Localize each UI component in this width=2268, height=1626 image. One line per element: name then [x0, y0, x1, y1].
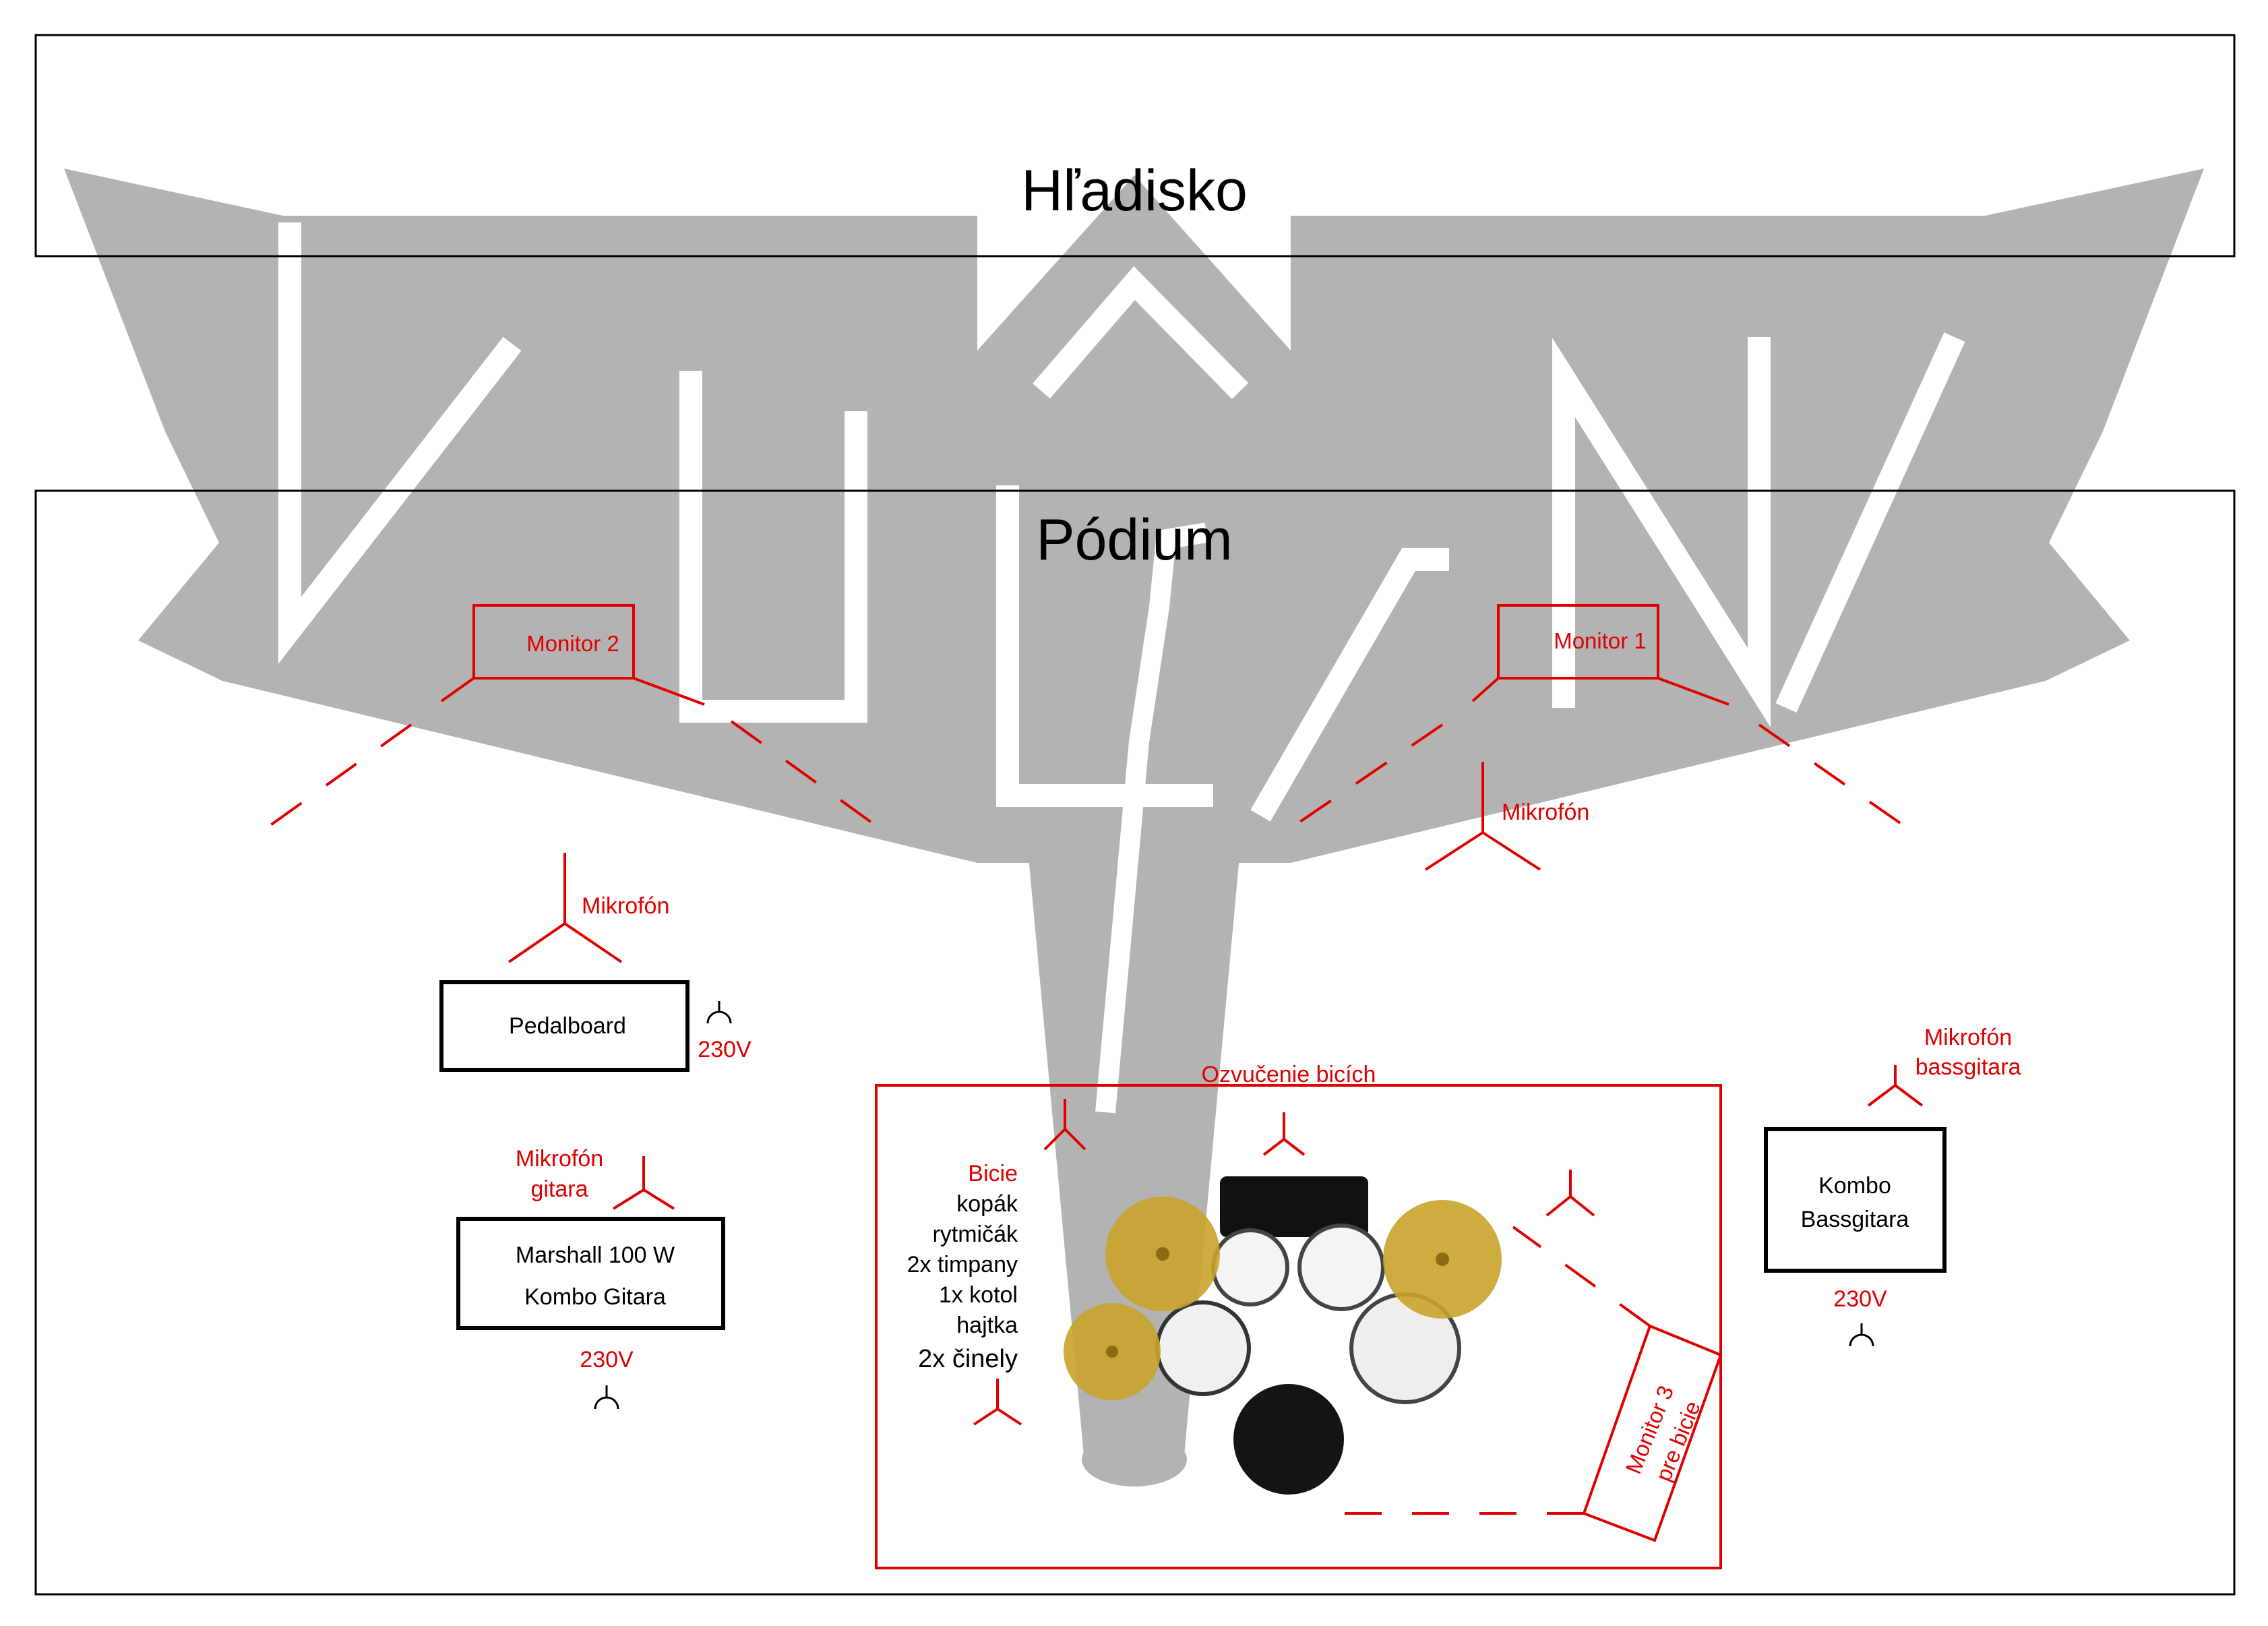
monitor-3: Monitor 3 pre bicie — [1338, 1226, 1723, 1542]
bass-combo: Kombo Bassgitara — [1764, 1127, 1947, 1273]
monitor-1-dispersion-left — [1293, 723, 1444, 827]
marshall-label-1: Marshall 100 W — [516, 1242, 675, 1268]
marshall-amp: Marshall 100 W Kombo Gitara — [456, 1217, 725, 1330]
drum-list-item: 2x činely — [918, 1345, 1018, 1373]
power-outlet-guitar: 230V — [580, 1347, 634, 1410]
microphone-left: Mikrofón — [508, 853, 669, 963]
microphone-guitar: Mikrofón gitara — [516, 1146, 675, 1210]
drum-mic-2 — [1262, 1112, 1306, 1156]
stage-label: Pódium — [1036, 508, 1233, 572]
drum-list-item: rytmičák — [932, 1222, 1018, 1247]
rack-tom-2 — [1297, 1224, 1385, 1311]
monitor-2-label: Monitor 2 — [526, 631, 619, 656]
marshall-label-2: Kombo Gitara — [524, 1284, 666, 1310]
drum-kit — [1064, 1176, 1502, 1495]
bass-combo-label-1: Kombo — [1818, 1173, 1891, 1199]
microphone-bass: Mikrofón bassgitara — [1867, 1025, 2021, 1107]
drum-mic-4 — [973, 1379, 1022, 1426]
microphone-center: Mikrofón — [1424, 762, 1589, 871]
band-logo — [64, 169, 2204, 1486]
drum-area: Ozvučenie bicích Bicie kopák rytmičák 2x… — [875, 1062, 1723, 1569]
audience-area — [34, 34, 2236, 258]
mic-center-label: Mikrofón — [1502, 800, 1589, 825]
drum-mic-1 — [1043, 1099, 1086, 1151]
snare-drum — [1155, 1300, 1251, 1396]
mic-guitar-label-1: Mikrofón — [516, 1146, 603, 1172]
power-bass-label: 230V — [1833, 1286, 1887, 1312]
monitor-1-dispersion-right — [1758, 723, 1905, 827]
drum-throne — [1233, 1384, 1344, 1495]
bass-combo-label-2: Bassgitara — [1801, 1207, 1909, 1232]
monitor-2-dispersion-left — [268, 723, 412, 827]
mic-bass-label-1: Mikrofón — [1924, 1025, 2012, 1050]
power-pedalboard-label: 230V — [698, 1037, 752, 1062]
monitor-1-label: Monitor 1 — [1554, 628, 1647, 653]
drum-list-item: kopák — [956, 1191, 1018, 1217]
drum-list-item: hajtka — [956, 1313, 1018, 1338]
mic-guitar-label-2: gitara — [530, 1176, 588, 1202]
power-guitar-label: 230V — [580, 1347, 634, 1373]
bass-drum — [1220, 1176, 1368, 1237]
mic-bass-label-2: bassgitara — [1915, 1054, 2021, 1080]
stage-area — [34, 489, 2236, 1596]
pedalboard-label: Pedalboard — [509, 1013, 626, 1039]
monitor-2: Monitor 2 — [268, 604, 878, 827]
pedalboard: Pedalboard — [439, 980, 689, 1072]
drum-list-title: Bicie — [968, 1161, 1018, 1186]
drum-section-label: Ozvučenie bicích — [1202, 1062, 1376, 1087]
drum-list-item: 1x kotol — [939, 1282, 1018, 1308]
monitor-1: Monitor 1 — [1293, 604, 1905, 827]
drum-list-item: 2x timpany — [907, 1252, 1018, 1277]
mic-left-label: Mikrofón — [582, 893, 669, 919]
power-outlet-pedalboard: 230V — [698, 1001, 752, 1062]
drum-mic-3 — [1545, 1170, 1595, 1217]
rack-tom-1 — [1211, 1228, 1289, 1306]
monitor-2-dispersion-right — [730, 720, 878, 827]
power-outlet-bass: 230V — [1833, 1286, 1887, 1347]
audience-label: Hľadisko — [1021, 158, 1248, 223]
